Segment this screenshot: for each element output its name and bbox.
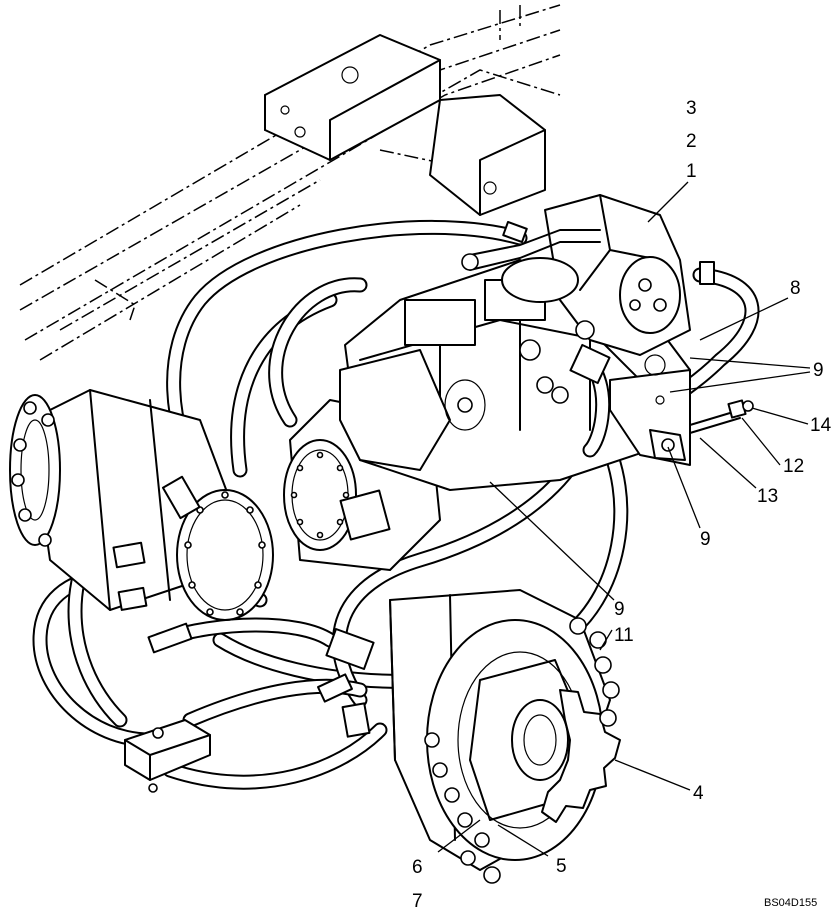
callout-2: 2	[686, 131, 697, 152]
callout-11: 11	[614, 625, 634, 646]
callout-9-center: 9	[614, 599, 625, 620]
callout-6: 6	[412, 857, 423, 878]
callout-5: 5	[556, 856, 567, 877]
tee-manifold-block	[124, 719, 211, 793]
callout-3: 3	[686, 98, 697, 119]
callout-1: 1	[686, 161, 697, 182]
callout-labels: 3 2 1 8 9 9 14 12 13 9 9 11 4 6 5 7	[412, 98, 832, 912]
right-motor-bolts	[424, 617, 620, 884]
callout-8: 8	[790, 278, 801, 299]
left-hub-cover	[176, 489, 274, 621]
callout-leader-lines	[437, 181, 811, 857]
left-motor-bolts	[11, 401, 55, 547]
hose-fittings	[112, 221, 715, 738]
callout-9-lower: 9	[700, 529, 711, 550]
callout-12: 12	[783, 456, 804, 477]
callout-4: 4	[693, 783, 704, 804]
callout-14: 14	[810, 415, 832, 436]
callout-7: 7	[412, 891, 423, 912]
pump-mount-plate	[609, 354, 691, 466]
frame-mount-bracket	[264, 34, 546, 216]
document-code: BS04D155	[764, 897, 817, 909]
callout-9-upper: 9	[813, 360, 824, 381]
callout-13: 13	[757, 486, 778, 507]
mounting-bolt-set	[689, 399, 754, 434]
